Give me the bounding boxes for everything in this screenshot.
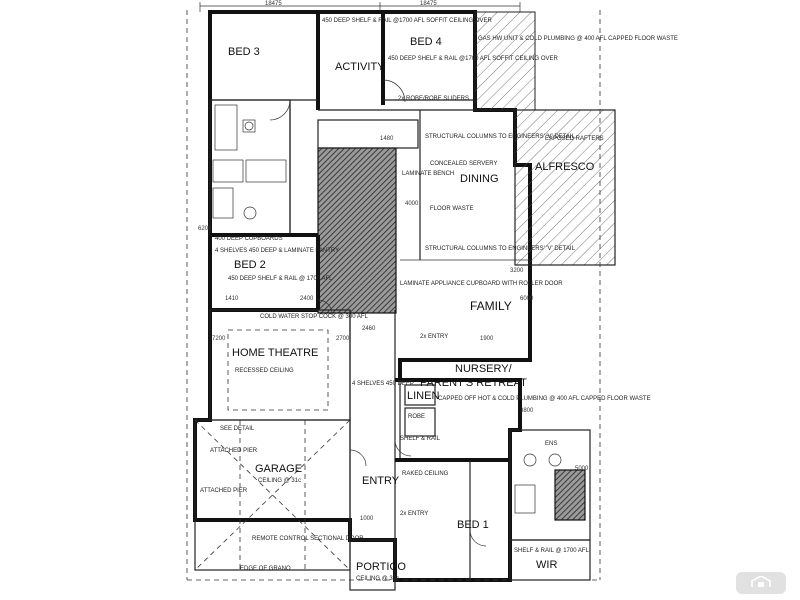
note-bed1-ceiling: RAKED CEILING [402,471,449,477]
room-dining: DINING [460,173,499,185]
room-robe: ROBE [408,414,425,420]
room-bed2: BED 2 [234,259,266,271]
note-exposed-rafters: EXPOSED RAFTERS [545,136,604,142]
note-cupboards: 400 DEEP CUPBOARDS [215,236,283,242]
room-activity: ACTIVITY [335,61,385,73]
dim-6200: 6200 [198,226,212,232]
note-cold-water: COLD WATER STOP COCK @ 300 AFL [260,314,369,320]
note-attached-pier-2: ATTACHED PIER [200,488,248,494]
dim-top-1: 18475 [265,1,282,7]
garage-walls [194,419,351,571]
dim-2700: 2700 [336,336,350,342]
dim-1480: 1480 [380,136,394,142]
basin-icon [242,119,256,133]
room-parents-retreat: PARENT'S RETREAT [420,377,527,389]
note-bed2-shelf: 4 SHELVES 450 DEEP & LAMINATE PANTRY [215,248,339,254]
room-linen: LINEN [407,390,439,402]
room-wir: WIR [536,559,557,571]
note-garage-ceiling: CEILING @ 31c [258,478,301,484]
room-bed4: BED 4 [410,36,442,48]
dim-1000: 1000 [360,516,374,522]
room-entry: ENTRY [362,475,400,487]
note-floor-waste: FLOOR WASTE [430,206,473,212]
house-logo-icon [751,576,771,587]
dim-1410: 1410 [225,296,239,302]
ensuite-basin-icon [523,453,537,467]
dim-2400: 2400 [300,296,314,302]
note-dining-servery: CONCEALED SERVERY [430,161,497,167]
vanity-icon [212,159,244,183]
bath-tub-icon [214,104,238,151]
ensuite-toilet-icon [514,484,536,514]
note-structural-1: STRUCTURAL COLUMNS TO ENGINEERS' 'V' DET… [425,134,576,140]
note-family-entry: 2x ENTRY [420,334,448,340]
note-remote-door: REMOTE CONTROL SECTIONAL DOOR [252,536,364,542]
dim-3800: 3800 [520,408,534,414]
watermark [736,572,786,594]
room-alfresco: ALFRESCO [535,161,595,173]
note-garage-detail: SEE DETAIL [220,426,255,432]
laundry-tub-icon [243,206,257,220]
dim-3200: 3200 [510,268,524,274]
gas-hw-area [474,11,536,111]
note-shelves-entry: 4 SHELVES 450 DEEP [352,381,414,387]
room-home-theatre: HOME THEATRE [232,347,318,359]
dim-4000: 4000 [405,201,419,207]
dim-2460: 2460 [362,326,376,332]
room-bed1: BED 1 [457,519,489,531]
note-activity-shelf: 450 DEEP SHELF & RAIL @1700 AFL SOFFIT C… [322,18,492,24]
room-family: FAMILY [470,299,512,313]
wir-walls [509,539,591,581]
note-structural-2: STRUCTURAL COLUMNS TO ENGINEERS' 'V' DET… [425,246,576,252]
note-attached-pier-1: ATTACHED PIER [210,448,258,454]
note-laminate-bench: LAMINATE BENCH [402,171,454,177]
note-bed1-entry: 2x ENTRY [400,511,428,517]
home-theatre-walls [209,309,351,421]
dim-5000: 5000 [575,466,589,472]
note-edge-of-grano: EDGE OF GRANO [240,566,291,572]
room-garage: GARAGE [255,463,302,475]
top-dimension-line: 18475 18475 [199,1,521,12]
kitchen-island [317,147,397,314]
note-bed1-robe: SHELF & RAIL [400,436,441,442]
shower-icon [554,469,586,521]
toilet-icon [212,187,234,219]
dim-top-2: 18475 [420,1,437,7]
room-nursery: NURSERY/ [455,363,513,375]
note-hot-cold: GAS HW UNIT & COLD PLUMBING @ 400 AFL CA… [478,36,678,42]
note-theatre-recess: RECESSED CEILING [235,368,294,374]
note-bed4-shelf: 450 DEEP SHELF & RAIL @1700 AFL SOFFIT C… [388,56,558,62]
room-portico: PORTICO [356,561,406,573]
note-portico-ceiling: CEILING @ 31c [356,576,399,582]
robe-cupboard [404,407,436,437]
note-bed2-rail: 450 DEEP SHELF & RAIL @ 1700 AFL [228,276,333,282]
dim-1900: 1900 [480,336,494,342]
dim-7200: 7200 [212,336,226,342]
room-bed3: BED 3 [228,46,260,58]
linen-cupboard [404,384,436,406]
note-bed4-robe: 2x ROBE/ROBE SLIDERS [398,96,469,102]
note-wir-shelf: SHELF & RAIL @ 1700 AFL [514,548,590,554]
note-parents-plumbing: CAPPED OFF HOT & COLD PLUMBING @ 400 AFL… [438,396,651,402]
note-appliance-cupboard: LAMINATE APPLIANCE CUPBOARD WITH ROLLER … [400,281,563,287]
portico-walls [349,539,396,591]
dim-6000: 6000 [520,296,534,302]
note-ens: ENS [545,441,557,447]
